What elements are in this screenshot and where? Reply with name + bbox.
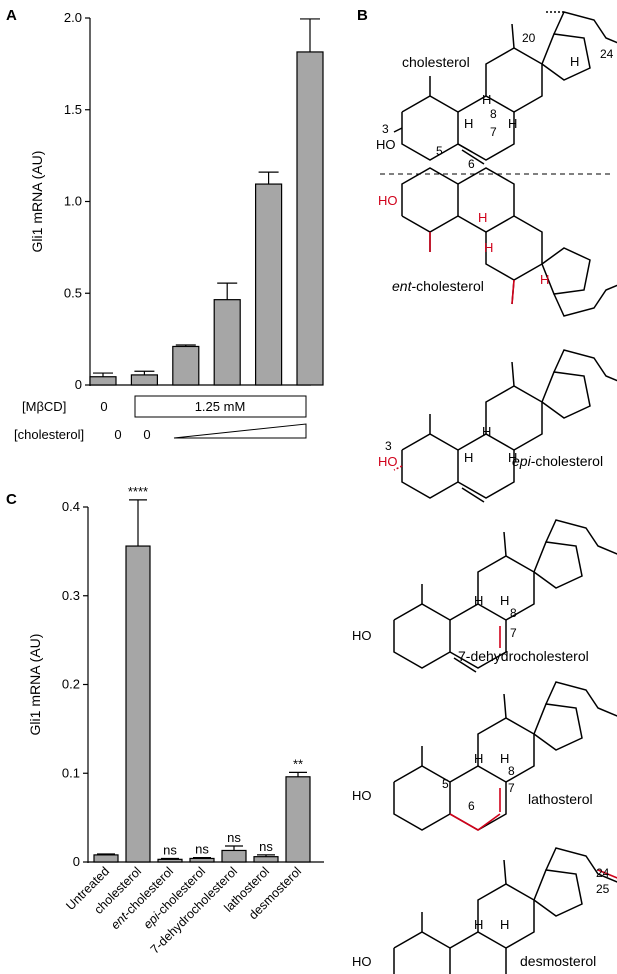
cholesterol-zero-2: 0 — [143, 427, 150, 442]
mbcd-zero-label: 0 — [100, 399, 107, 414]
epi-h9: H — [464, 450, 473, 465]
bar — [213, 299, 241, 386]
lath-n7: 7 — [508, 781, 515, 795]
structure-7-dehydrocholesterol — [393, 519, 617, 673]
lath-h14: H — [500, 751, 509, 766]
bar — [221, 849, 247, 863]
cholesterol-n24: 24 — [600, 47, 614, 61]
y-tick-label: 0.2 — [62, 677, 80, 692]
mbcd-row-label: [MβCD] — [22, 399, 66, 414]
structure-ent-cholesterol — [401, 167, 617, 317]
lath-h9: H — [474, 751, 483, 766]
cholesterol-h17: H — [570, 54, 579, 69]
dhc-n7: 7 — [510, 626, 517, 640]
epi-ho: HO — [378, 454, 398, 469]
significance-label: ns — [195, 842, 209, 857]
y-tick-label: 1.5 — [64, 102, 82, 117]
lath-ho: HO — [352, 788, 372, 803]
bar — [285, 776, 311, 863]
bar — [93, 854, 119, 863]
bar — [125, 545, 151, 863]
cholesterol-n7: 7 — [490, 125, 497, 139]
bar — [172, 345, 200, 386]
significance-label: ns — [227, 830, 241, 845]
y-tick-label: 0.5 — [64, 285, 82, 300]
dhc-ho: HO — [352, 628, 372, 643]
ent-name: ent-cholesterol — [392, 278, 484, 294]
lath-n8: 8 — [508, 764, 515, 778]
lath-name: lathosterol — [528, 791, 593, 807]
y-axis-title: Gli1 mRNA (AU) — [27, 634, 43, 736]
cholesterol-n20: 20 — [522, 31, 536, 45]
significance-label: ns — [259, 839, 273, 854]
ent-ho: HO — [378, 193, 398, 208]
y-tick-label: 0.4 — [62, 499, 80, 514]
dhc-h9: H — [474, 593, 483, 608]
cholesterol-n3: 3 — [382, 122, 389, 136]
panel-letter-c: C — [6, 491, 17, 508]
cholesterol-row-label: [cholesterol] — [14, 427, 84, 442]
ent-h17: H — [540, 272, 549, 287]
desmo-ho: HO — [352, 954, 372, 969]
bar — [189, 857, 215, 863]
bar — [255, 183, 283, 386]
cholesterol-gradient-wedge — [173, 423, 307, 439]
y-tick-label: 2.0 — [64, 10, 82, 25]
mbcd-box-label: 1.25 mM — [195, 399, 246, 414]
desmo-n25: 25 — [596, 882, 610, 896]
structure-lathosterol — [393, 681, 617, 831]
dhc-n8: 8 — [510, 606, 517, 620]
y-tick-label: 0 — [73, 854, 80, 869]
epi-n3: 3 — [385, 439, 392, 453]
cholesterol-n6: 6 — [468, 157, 475, 171]
structure-desmosterol — [393, 847, 617, 974]
ent-h9: H — [484, 240, 493, 255]
structure-cholesterol: HO 3 5 6 7 8 20 24 25 H H H H — [376, 11, 617, 171]
epi-h14: H — [508, 450, 517, 465]
panel-letter-b: B — [357, 7, 368, 24]
cholesterol-h14: H — [508, 116, 517, 131]
cholesterol-n5: 5 — [436, 144, 443, 158]
desmo-h9: H — [474, 917, 483, 932]
significance-label: **** — [128, 484, 148, 499]
cholesterol-n8: 8 — [490, 107, 497, 121]
significance-label: ns — [163, 842, 177, 857]
epi-name: epi-cholesterol — [512, 453, 603, 469]
y-tick-label: 0 — [75, 377, 82, 392]
y-tick-label: 0.1 — [62, 765, 80, 780]
bar — [89, 376, 117, 386]
cholesterol-h8: H — [482, 92, 491, 107]
desmo-n24: 24 — [596, 866, 610, 880]
lath-n5: 5 — [442, 777, 449, 791]
bar — [157, 858, 183, 863]
mbcd-range-box — [134, 395, 307, 418]
dhc-name: 7-dehydrocholesterol — [458, 648, 589, 664]
significance-label: ** — [293, 756, 303, 771]
dhc-h14: H — [500, 593, 509, 608]
cholesterol-name: cholesterol — [402, 54, 470, 70]
bar — [130, 374, 158, 386]
y-axis-title: Gli1 mRNA (AU) — [29, 151, 45, 253]
cholesterol-zero-1: 0 — [114, 427, 121, 442]
cholesterol-h9: H — [464, 116, 473, 131]
y-tick-label: 0.3 — [62, 588, 80, 603]
panel-letter-a: A — [6, 7, 17, 24]
desmo-h14: H — [500, 917, 509, 932]
y-tick-label: 1.0 — [64, 194, 82, 209]
lath-n6: 6 — [468, 799, 475, 813]
cholesterol-ho: HO — [376, 137, 396, 152]
bar — [253, 856, 279, 863]
structure-epi-cholesterol — [393, 349, 617, 503]
ent-h8: H — [478, 210, 487, 225]
epi-h8: H — [482, 424, 491, 439]
bar — [296, 51, 324, 386]
desmo-name: desmosterol — [520, 953, 596, 969]
